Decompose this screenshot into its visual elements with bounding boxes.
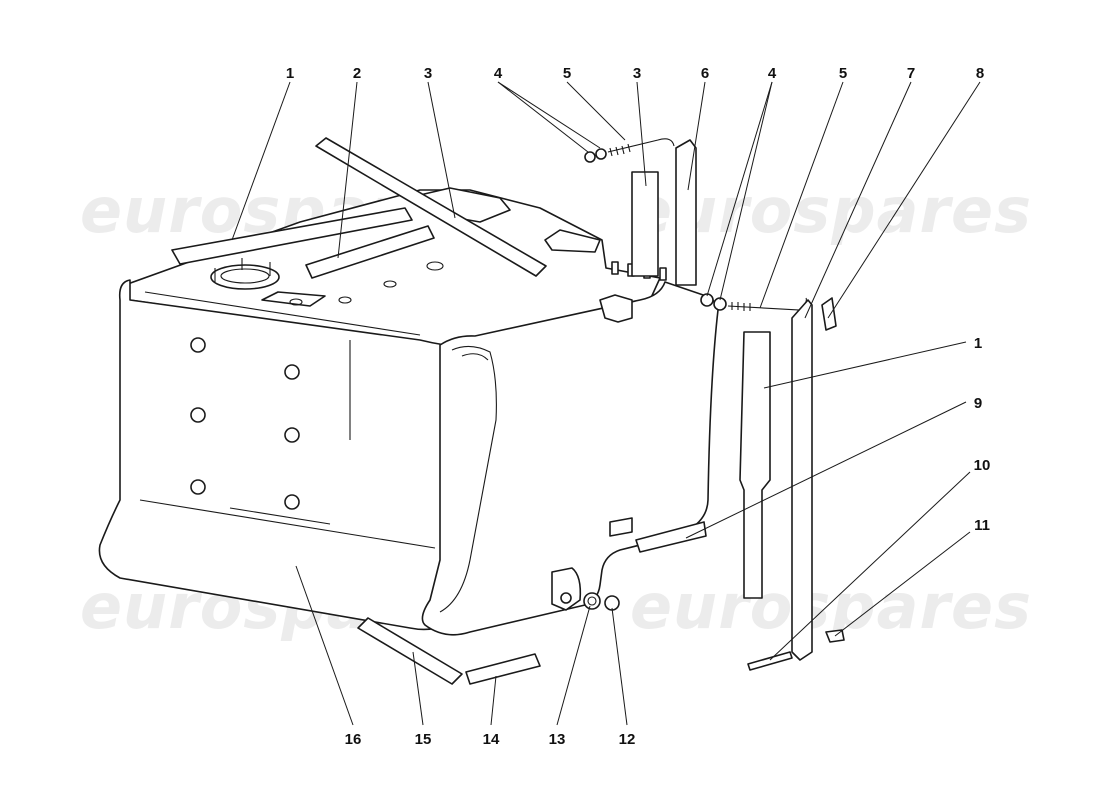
callout-bottom-14: 14 xyxy=(483,731,500,748)
callout-bottom-13: 13 xyxy=(549,731,566,748)
foam-pad-2 xyxy=(305,225,435,279)
callout-right-9: 9 xyxy=(974,395,982,412)
callout-top-2: 2 xyxy=(353,65,361,82)
rod-5-top xyxy=(607,138,675,153)
callout-bottom-15: 15 xyxy=(415,731,432,748)
callout-bottom-16: 16 xyxy=(345,731,362,748)
leader-lines xyxy=(231,81,981,726)
bracket-6 xyxy=(675,139,697,286)
strap-7 xyxy=(791,299,813,661)
callout-top-4: 4 xyxy=(494,65,503,82)
watermark-top-right: eurospares xyxy=(630,174,1032,247)
callout-top-3: 3 xyxy=(424,65,432,82)
plug-12 xyxy=(604,595,620,611)
callout-top-6: 6 xyxy=(701,65,709,82)
callout-top-5: 5 xyxy=(563,65,571,82)
strip-15 xyxy=(357,617,463,685)
fuel-tank xyxy=(98,187,719,636)
rod-5-right xyxy=(727,297,807,311)
callout-top-5b: 5 xyxy=(839,65,847,82)
pad-9 xyxy=(635,521,707,553)
strip-3 xyxy=(315,137,547,277)
callout-top-7: 7 xyxy=(907,65,915,82)
nut-4-b xyxy=(595,148,607,160)
callout-right-10: 10 xyxy=(974,457,991,474)
callout-top-3b: 3 xyxy=(633,65,641,82)
bolt-10 xyxy=(747,651,793,671)
callout-bottom-12: 12 xyxy=(619,731,636,748)
nut-4-c xyxy=(700,293,714,307)
foam-strip-1-vertical xyxy=(739,331,771,599)
callout-right-1: 1 xyxy=(974,335,982,352)
callout-numbers: 1 2 3 4 5 3 6 4 5 7 8 1 9 10 11 16 15 14… xyxy=(286,65,991,748)
pad-14 xyxy=(465,653,541,685)
strip-3-vertical xyxy=(631,171,659,277)
callout-top-1: 1 xyxy=(286,65,294,82)
callout-top-8: 8 xyxy=(976,65,984,82)
washer-13 xyxy=(583,592,601,610)
foam-pad-1 xyxy=(171,207,413,265)
callout-right-11: 11 xyxy=(974,517,990,534)
nut-4-a xyxy=(584,151,596,163)
clip-8 xyxy=(821,297,837,331)
callout-top-4b: 4 xyxy=(768,65,777,82)
